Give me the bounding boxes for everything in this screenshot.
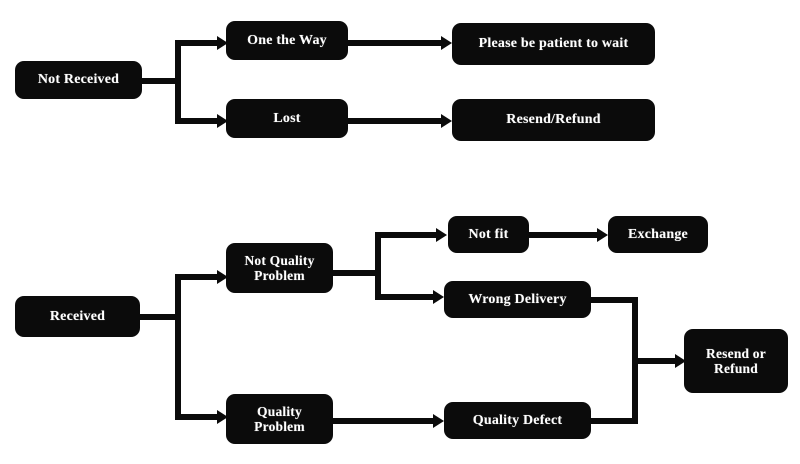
connector-not-quality-problem-stem xyxy=(333,270,381,276)
connector-to-not-fit xyxy=(375,232,441,238)
connector-received-split xyxy=(175,274,181,420)
arrowhead-not-fit xyxy=(436,228,447,242)
connector-one-the-way-to-wait xyxy=(348,40,444,46)
node-quality-problem[interactable]: Quality Problem xyxy=(226,394,333,444)
connector-wrong-delivery-to-merge xyxy=(588,297,638,303)
node-exchange[interactable]: Exchange xyxy=(608,216,708,253)
node-resend-refund[interactable]: Resend/Refund xyxy=(452,99,655,141)
node-not-received[interactable]: Not Received xyxy=(15,61,142,99)
arrowhead-wrong-delivery xyxy=(433,290,444,304)
connector-not-received-stem xyxy=(140,78,180,84)
node-lost[interactable]: Lost xyxy=(226,99,348,138)
node-quality-defect[interactable]: Quality Defect xyxy=(444,402,591,439)
connector-not-received-split xyxy=(175,40,181,124)
node-please-be-patient-to-wait[interactable]: Please be patient to wait xyxy=(452,23,655,65)
arrowhead-please-wait xyxy=(441,36,452,50)
connector-second-split xyxy=(375,232,381,300)
connector-to-wrong-delivery xyxy=(375,294,438,300)
node-not-quality-problem-line1: Not Quality xyxy=(244,252,315,268)
connector-merge-to-resend-or-refund xyxy=(632,358,680,364)
node-not-quality-problem-line2: Problem xyxy=(254,268,305,283)
connector-not-fit-to-exchange xyxy=(529,232,601,238)
node-one-the-way[interactable]: One the Way xyxy=(226,21,348,60)
arrowhead-not-quality-problem xyxy=(217,270,228,284)
node-resend-or-refund[interactable]: Resend or Refund xyxy=(684,329,788,393)
connector-to-quality-problem xyxy=(175,414,220,420)
node-quality-problem-line1: Quality xyxy=(257,403,302,419)
node-resend-or-refund-line1: Resend or xyxy=(706,345,766,361)
arrowhead-resend-refund xyxy=(441,114,452,128)
node-not-quality-problem[interactable]: Not Quality Problem xyxy=(226,243,333,293)
connector-quality-problem-to-defect xyxy=(333,418,438,424)
connector-quality-defect-to-merge xyxy=(588,418,638,424)
node-resend-or-refund-line2: Refund xyxy=(714,361,758,376)
connector-received-stem xyxy=(139,314,181,320)
node-received[interactable]: Received xyxy=(15,296,140,337)
connector-to-one-the-way xyxy=(175,40,220,46)
node-not-fit[interactable]: Not fit xyxy=(448,216,529,253)
connector-to-lost xyxy=(175,118,220,124)
node-quality-problem-line2: Problem xyxy=(254,419,305,434)
arrowhead-exchange xyxy=(597,228,608,242)
arrowhead-resend-or-refund xyxy=(675,354,686,368)
connector-to-not-quality-problem xyxy=(175,274,220,280)
node-wrong-delivery[interactable]: Wrong Delivery xyxy=(444,281,591,318)
arrowhead-quality-defect xyxy=(433,414,444,428)
arrowhead-quality-problem xyxy=(217,410,228,424)
arrowhead-one-the-way xyxy=(217,36,228,50)
arrowhead-lost xyxy=(217,114,228,128)
connector-lost-to-resend-refund xyxy=(348,118,444,124)
